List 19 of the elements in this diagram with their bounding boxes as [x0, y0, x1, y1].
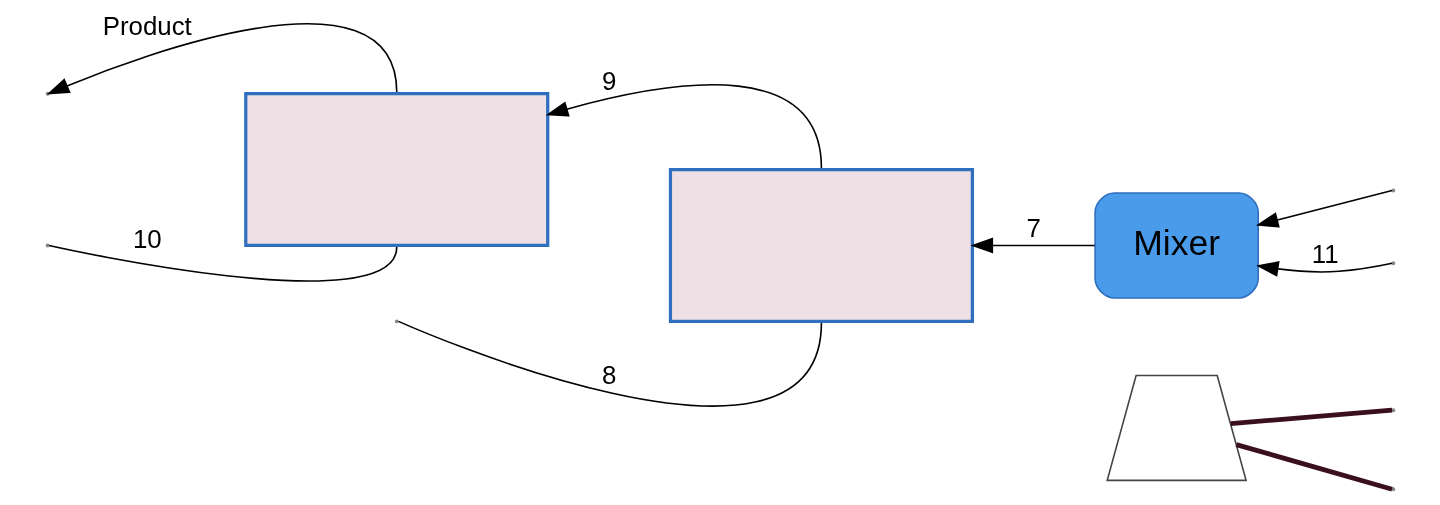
edge-label: 7 [1026, 214, 1041, 243]
node-box [668, 167, 974, 323]
node-trapezoid [1105, 374, 1247, 482]
connector [1235, 442, 1393, 492]
edge-label: 11 [1311, 239, 1339, 268]
edge-label: 8 [601, 361, 616, 389]
edge-label: 10 [132, 225, 162, 254]
arrow [545, 84, 822, 169]
node-box [243, 92, 549, 248]
arrow [46, 23, 398, 95]
arrow [970, 237, 1096, 254]
connector [1230, 407, 1392, 426]
connector [397, 320, 822, 407]
node-box: Mixer [1093, 192, 1259, 299]
edge-label: 9 [601, 67, 616, 96]
arrow [1255, 189, 1393, 228]
edge-label: Product [102, 12, 192, 41]
arrow [1255, 261, 1393, 277]
connector [47, 244, 398, 282]
